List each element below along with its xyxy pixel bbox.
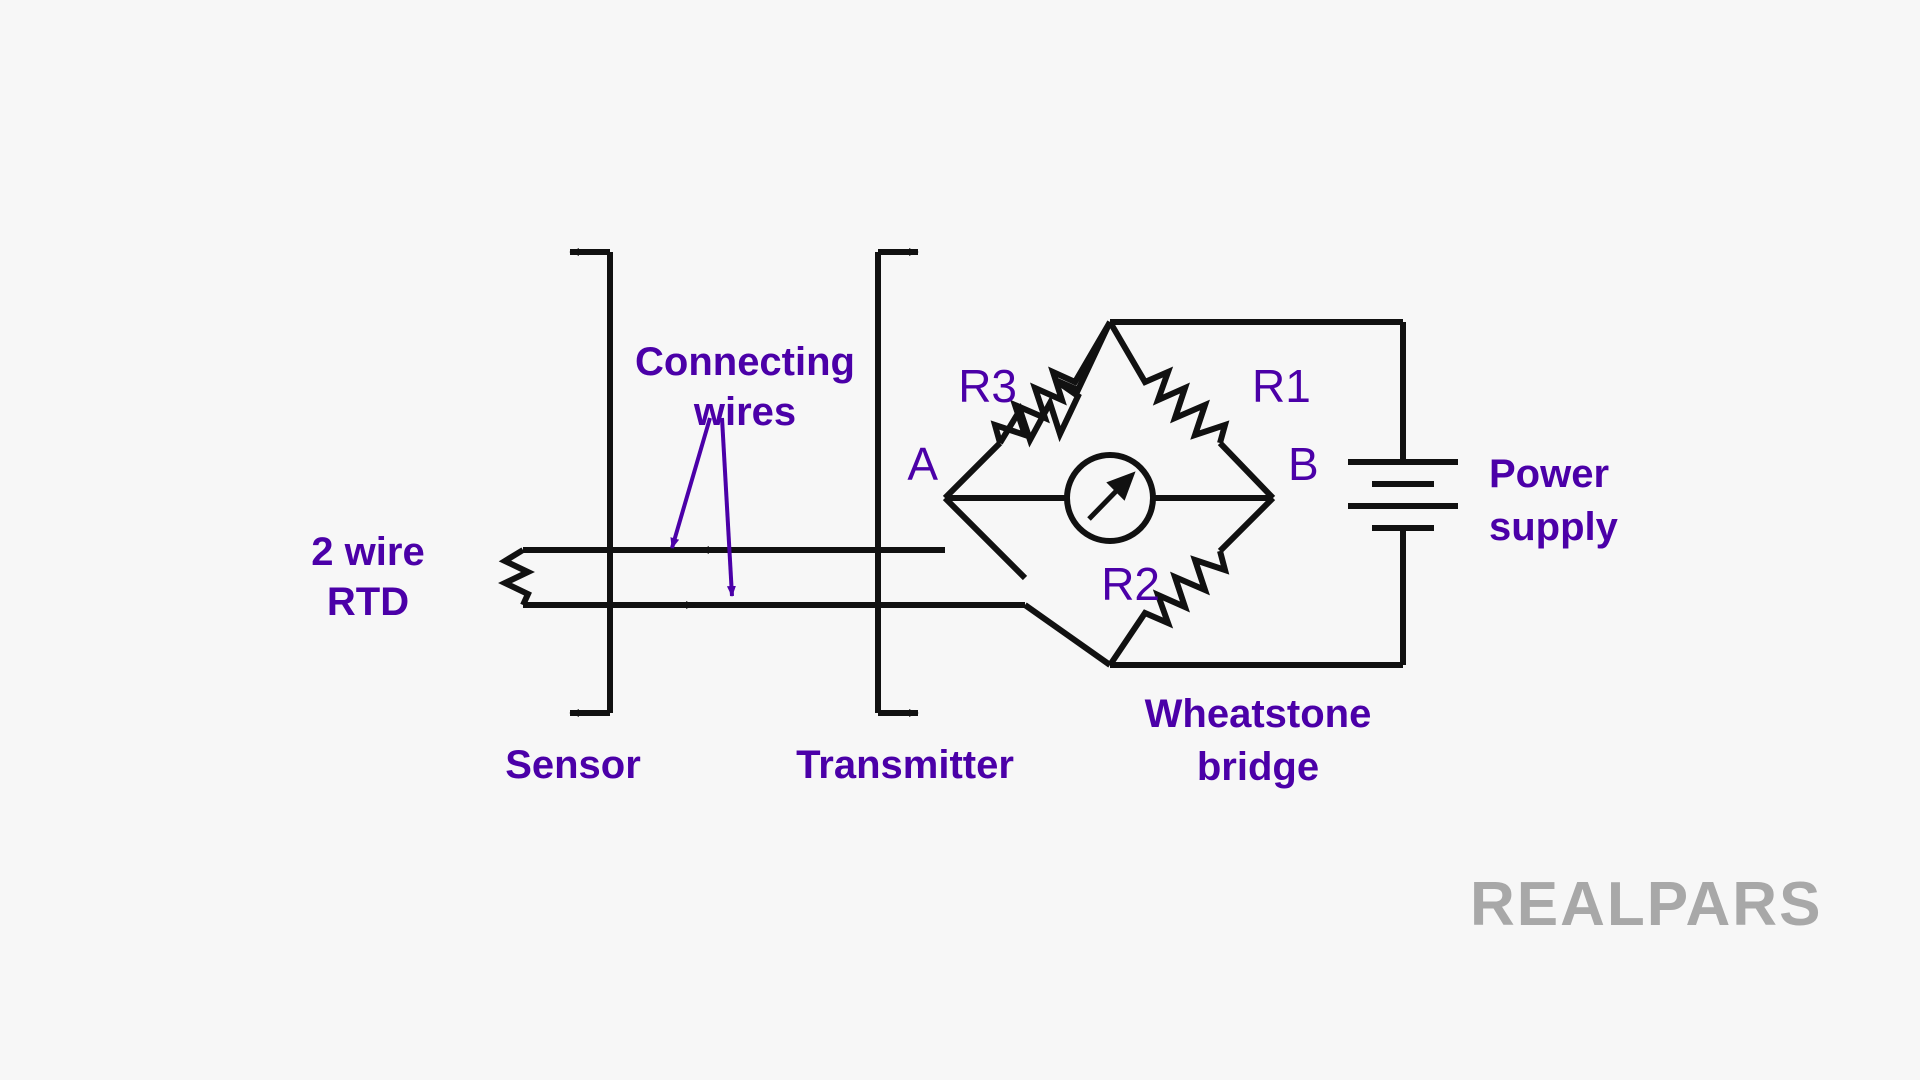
galvanometer-needle-head xyxy=(1106,471,1136,501)
realpars-logo: REALPARS xyxy=(1470,870,1822,939)
node-b-label: B xyxy=(1288,438,1319,490)
rtd-zigzag xyxy=(498,547,535,607)
connecting-wires-label-line2: wires xyxy=(693,390,796,434)
sensor-label: Sensor xyxy=(505,743,641,787)
resistor-r3-zigzag xyxy=(997,320,1113,448)
branch-b-to-r2 xyxy=(1217,495,1276,554)
wheatstone-label-line1: Wheatstone xyxy=(1145,692,1372,736)
power-supply-label-line1: Power xyxy=(1489,452,1609,496)
power-supply-circuit xyxy=(1110,319,1458,668)
sensor-boundary xyxy=(569,248,613,717)
resistor-r3-body xyxy=(990,320,1113,444)
rtd-label-line1: 2 wire xyxy=(311,530,424,574)
wheatstone-label-line2: bridge xyxy=(1197,745,1319,789)
connecting-wires-arrow-lower xyxy=(720,417,736,597)
connecting-wires-label-line1: Connecting xyxy=(635,340,855,384)
wheatstone-bridge xyxy=(942,320,1276,668)
connecting-wires-arrow-upper xyxy=(670,417,712,549)
connecting-wires-pointers xyxy=(670,417,736,597)
resistor-r3-label: R3 xyxy=(958,360,1017,412)
transmitter-label: Transmitter xyxy=(796,743,1014,787)
resistor-r2-body xyxy=(1107,550,1230,667)
resistor-r1-body xyxy=(1107,320,1230,444)
rtd-label-line2: RTD xyxy=(327,580,409,624)
rtd-sensor-symbol xyxy=(498,547,610,608)
power-supply-label-line2: supply xyxy=(1489,505,1619,549)
branch-bottom-left-plain-wire xyxy=(1023,602,1112,668)
resistor-r2-label: R2 xyxy=(1101,558,1160,610)
transmitter-boundary xyxy=(875,248,919,717)
node-a-label: A xyxy=(907,438,938,490)
resistor-r1-label: R1 xyxy=(1252,360,1311,412)
branch-a-lower-plain-wire xyxy=(942,495,1028,581)
connecting-wires xyxy=(610,546,1025,609)
branch-a-to-r3 xyxy=(942,440,1003,501)
branch-r1-to-b xyxy=(1217,440,1276,501)
